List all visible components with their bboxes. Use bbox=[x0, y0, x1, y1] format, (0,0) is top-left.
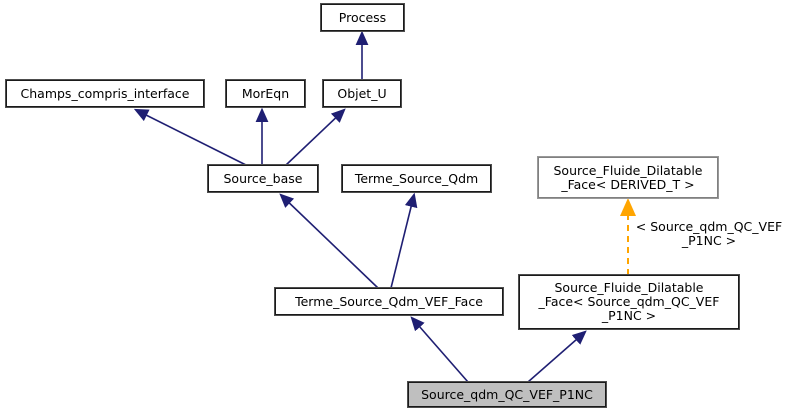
node-terme-source-qdm-vef-face-label: Terme_Source_Qdm_VEF_Face bbox=[295, 293, 483, 309]
edge-current-to-sfd-qc-vef bbox=[527, 330, 587, 383]
node-terme-source-qdm-label: Terme_Source_Qdm bbox=[354, 170, 479, 186]
edge-terme-vef-face-to-source-base bbox=[279, 193, 379, 289]
node-terme-source-qdm[interactable]: Terme_Source_Qdm bbox=[341, 164, 492, 193]
node-source-base-label: Source_base bbox=[223, 170, 303, 186]
node-champs-compris-interface[interactable]: Champs_compris_interface bbox=[5, 79, 205, 108]
node-source-fluide-dilatable-face-derived-t-label: Source_Fluide_Dilatable _Face< DERIVED_T… bbox=[553, 162, 703, 192]
edge-terme-vef-face-to-terme-qdm bbox=[390, 192, 418, 289]
node-moreqn-label: MorEqn bbox=[241, 85, 290, 101]
node-source-base[interactable]: Source_base bbox=[207, 164, 319, 193]
edge-source-base-to-objet-u bbox=[285, 108, 346, 166]
node-objet-u[interactable]: Objet_U bbox=[322, 79, 402, 108]
node-process-label: Process bbox=[338, 9, 387, 25]
node-source-fluide-dilatable-face-qc-vef-p1nc-label: Source_Fluide_Dilatable _Face< Source_qd… bbox=[538, 280, 720, 323]
node-champs-compris-interface-label: Champs_compris_interface bbox=[20, 85, 190, 101]
node-terme-source-qdm-vef-face[interactable]: Terme_Source_Qdm_VEF_Face bbox=[274, 287, 504, 316]
node-process[interactable]: Process bbox=[320, 3, 405, 32]
node-source-fluide-dilatable-face-qc-vef-p1nc[interactable]: Source_Fluide_Dilatable _Face< Source_qd… bbox=[518, 274, 740, 330]
node-source-fluide-dilatable-face-derived-t[interactable]: Source_Fluide_Dilatable _Face< DERIVED_T… bbox=[537, 156, 719, 199]
node-source-qdm-qc-vef-p1nc-label: Source_qdm_QC_VEF_P1NC bbox=[421, 386, 593, 402]
node-source-qdm-qc-vef-p1nc[interactable]: Source_qdm_QC_VEF_P1NC bbox=[407, 381, 607, 408]
edge-source-base-to-champs bbox=[133, 108, 247, 166]
node-objet-u-label: Objet_U bbox=[337, 85, 387, 101]
edge-current-to-terme-vef-face bbox=[410, 316, 469, 383]
template-binding-label: < Source_qdm_QC_VEF _P1NC > bbox=[635, 219, 783, 248]
node-moreqn[interactable]: MorEqn bbox=[225, 79, 306, 108]
